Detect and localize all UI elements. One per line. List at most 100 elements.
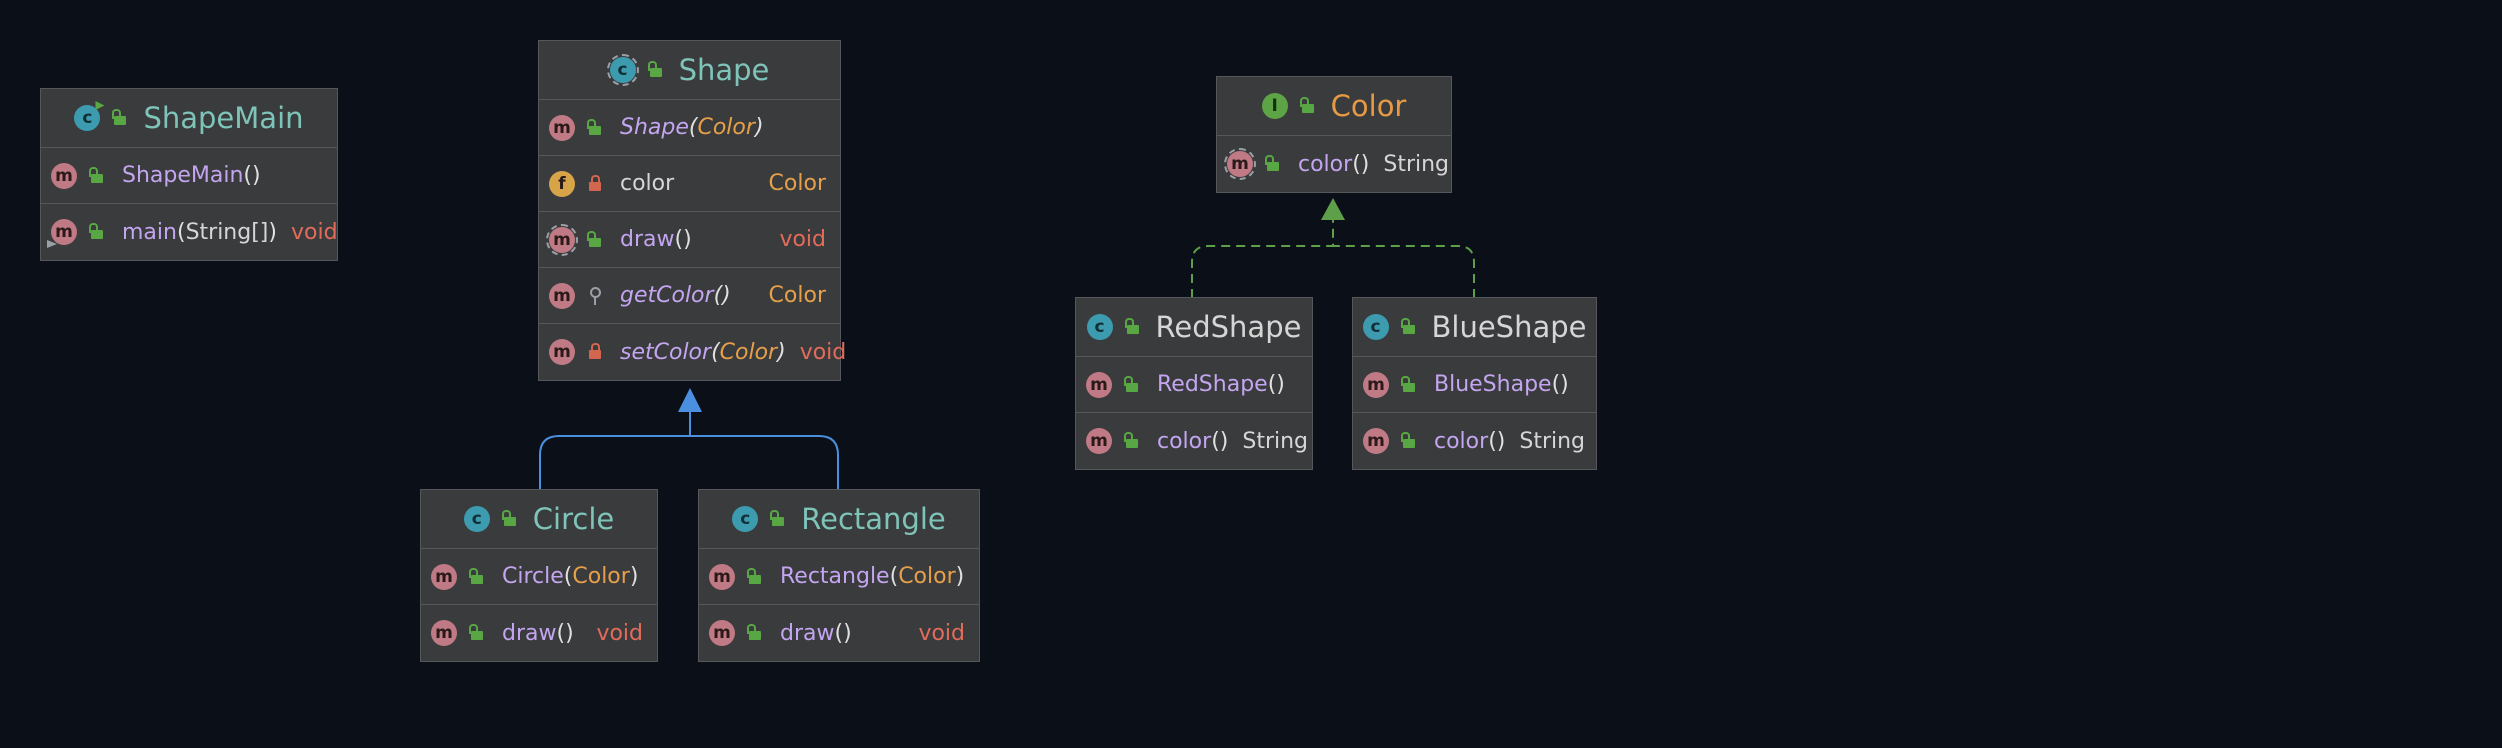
member-row[interactable]: m Rectangle(Color) <box>699 549 979 605</box>
member-name: color <box>1298 151 1353 177</box>
abstract-method-icon: m <box>546 223 578 256</box>
node-header[interactable]: c RedShape <box>1076 298 1312 357</box>
public-visibility-icon <box>1398 374 1420 396</box>
param-type: Color <box>898 564 956 589</box>
node-header[interactable]: c Rectangle <box>699 490 979 549</box>
member-row[interactable]: m Shape(Color) <box>539 100 840 156</box>
public-visibility-icon <box>466 566 488 588</box>
method-icon: m <box>1363 428 1389 454</box>
return-type: void <box>918 620 965 646</box>
public-visibility-icon <box>1121 430 1143 452</box>
method-icon: m <box>1363 371 1389 398</box>
public-visibility-icon <box>1262 153 1284 175</box>
class-icon: c <box>1362 314 1389 340</box>
member-name: Rectangle <box>780 564 890 589</box>
member-row[interactable]: m draw() void <box>699 605 979 661</box>
return-type: String <box>1383 151 1450 177</box>
member-row[interactable]: m ShapeMain() <box>41 148 337 204</box>
public-visibility-icon <box>584 229 606 251</box>
edge-rectangle-extends-shape <box>690 435 839 490</box>
public-visibility-icon <box>109 107 131 129</box>
node-title: RedShape <box>1155 310 1302 344</box>
public-visibility-icon <box>1297 95 1319 117</box>
public-visibility-icon <box>744 566 766 588</box>
return-type: void <box>290 219 338 245</box>
member-row[interactable]: m draw() void <box>421 605 657 661</box>
member-name: draw <box>620 227 675 252</box>
extends-arrowhead <box>678 388 702 412</box>
node-title: Shape <box>678 53 770 87</box>
implements-arrowhead <box>1321 198 1345 220</box>
class-icon: c <box>74 101 105 131</box>
node-redshape[interactable]: c RedShape m RedShape() m color() String <box>1075 297 1313 470</box>
class-icon: c <box>732 506 759 532</box>
node-rectangle[interactable]: c Rectangle m Rectangle(Color) m draw() … <box>698 489 980 662</box>
method-icon: m <box>549 339 575 365</box>
node-header[interactable]: c ShapeMain <box>41 89 337 148</box>
method-icon: m <box>1086 371 1112 398</box>
member-name: draw <box>502 620 557 646</box>
method-icon: m <box>549 282 575 309</box>
edge-blueshape-implements-color <box>1333 245 1475 298</box>
public-visibility-icon <box>767 508 789 530</box>
member-row[interactable]: m draw() void <box>539 212 840 268</box>
member-row[interactable]: m setColor(Color) void <box>539 324 846 380</box>
method-icon: m <box>709 620 735 646</box>
abstract-class-icon: c <box>606 54 639 86</box>
method-icon: m <box>549 114 575 141</box>
param-type: String[] <box>185 219 269 245</box>
method-icon: m <box>431 620 457 646</box>
member-row[interactable]: m RedShape() <box>1076 357 1312 413</box>
node-header[interactable]: c BlueShape <box>1353 298 1596 357</box>
node-title: Color <box>1330 89 1407 123</box>
public-visibility-icon <box>584 117 606 139</box>
method-icon: m <box>1086 428 1112 454</box>
node-header[interactable]: c Shape <box>539 41 840 100</box>
member-row[interactable]: m color() String <box>1076 413 1312 469</box>
node-title: BlueShape <box>1431 310 1587 344</box>
return-type: void <box>779 227 826 252</box>
member-row[interactable]: m getColor() Color <box>539 268 840 324</box>
node-blueshape[interactable]: c BlueShape m BlueShape() m color() Stri… <box>1352 297 1597 470</box>
param-type: Color <box>697 115 755 140</box>
method-icon: m <box>47 219 77 248</box>
param-type: Color <box>572 564 630 589</box>
node-title: Circle <box>532 502 615 536</box>
public-visibility-icon <box>86 221 108 243</box>
node-shapemain[interactable]: c ShapeMain m ShapeMain() m main(String[… <box>40 88 338 261</box>
public-visibility-icon <box>86 165 108 187</box>
return-type: String <box>1519 428 1586 454</box>
node-header[interactable]: I Color <box>1217 77 1451 136</box>
class-icon: c <box>463 506 490 532</box>
return-type: Color <box>768 171 826 196</box>
member-row[interactable]: m color() String <box>1217 136 1451 192</box>
node-circle[interactable]: c Circle m Circle(Color) m draw() void <box>420 489 658 662</box>
public-visibility-icon <box>645 59 667 81</box>
member-row[interactable]: m color() String <box>1353 413 1596 469</box>
return-type: void <box>596 620 643 646</box>
method-icon: m <box>709 563 735 590</box>
member-name: ShapeMain <box>122 163 244 188</box>
public-visibility-icon <box>499 508 521 530</box>
member-name: color <box>1157 428 1212 454</box>
edge-redshape-implements-color <box>1191 220 1334 298</box>
public-visibility-icon <box>1398 430 1420 452</box>
method-icon: m <box>51 162 77 189</box>
public-visibility-icon <box>1398 316 1420 338</box>
param-type: Color <box>719 339 778 365</box>
member-name: main <box>122 219 177 245</box>
public-visibility-icon <box>1122 316 1144 338</box>
return-type: String <box>1242 428 1309 454</box>
node-shape[interactable]: c Shape m Shape(Color) f color Color m d… <box>538 40 846 381</box>
node-color[interactable]: I Color m color() String <box>1216 76 1452 193</box>
member-row[interactable]: m BlueShape() <box>1353 357 1596 413</box>
node-title: Rectangle <box>801 502 946 536</box>
protected-visibility-icon <box>584 285 606 307</box>
node-header[interactable]: c Circle <box>421 490 657 549</box>
member-row[interactable]: m main(String[]) void <box>41 204 338 260</box>
member-row[interactable]: f color Color <box>539 156 840 212</box>
member-name: setColor <box>620 339 712 365</box>
return-type: Color <box>768 283 826 308</box>
member-row[interactable]: m Circle(Color) <box>421 549 657 605</box>
